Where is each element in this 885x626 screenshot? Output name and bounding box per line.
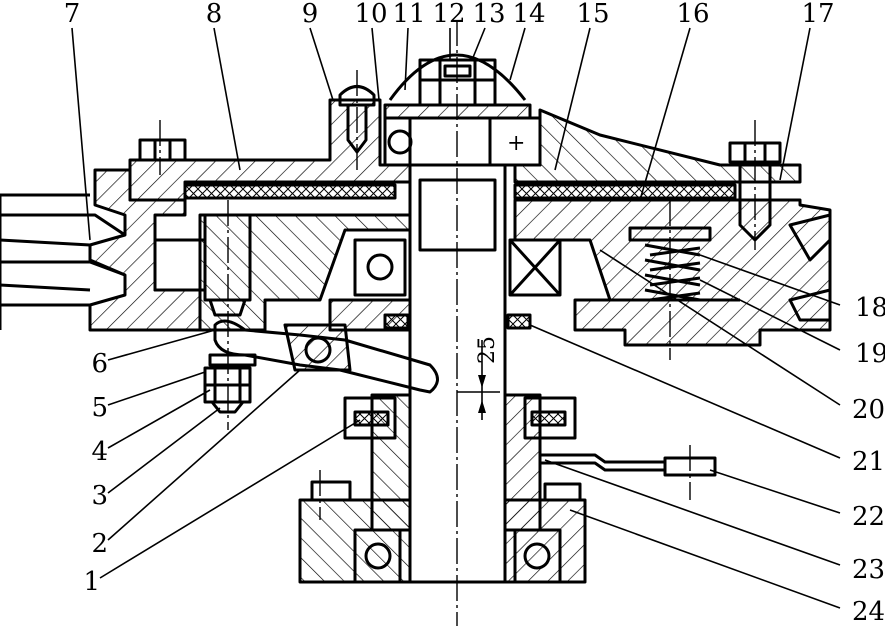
callout-24: 24 [852, 597, 885, 626]
svg-text:+: + [507, 131, 525, 156]
callout-labels: 1 2 3 4 5 6 7 8 9 10 11 12 13 14 15 16 1… [64, 0, 885, 626]
callout-3: 3 [91, 481, 108, 511]
center-lines [159, 20, 756, 626]
callout-5: 5 [91, 393, 108, 423]
callout-15: 15 [576, 0, 609, 29]
callout-9: 9 [302, 0, 319, 29]
callout-6: 6 [91, 349, 108, 379]
callout-22: 22 [852, 502, 885, 532]
callout-16: 16 [676, 0, 709, 29]
callout-14: 14 [512, 0, 545, 29]
right-top-bolt [728, 141, 782, 242]
spring [644, 243, 701, 302]
right-housing [513, 198, 832, 347]
dimension-label: 25 [475, 336, 500, 364]
callout-1: 1 [83, 567, 100, 597]
upper-bearings [353, 238, 562, 330]
lever [208, 319, 439, 394]
callout-17: 17 [801, 0, 834, 29]
adjusting-nut [203, 366, 252, 414]
callout-12: 12 [432, 0, 465, 29]
left-top-bolt [138, 138, 187, 162]
callout-13: 13 [472, 0, 505, 29]
callout-4: 4 [91, 437, 108, 467]
callout-21: 21 [852, 447, 885, 477]
callout-23: 23 [852, 555, 885, 585]
callout-11: 11 [392, 0, 425, 29]
callout-2: 2 [91, 529, 108, 559]
leader-lines [71, 27, 841, 609]
callout-20: 20 [852, 395, 885, 425]
callout-10: 10 [354, 0, 387, 29]
upper-housing [128, 98, 802, 202]
callout-19: 19 [855, 339, 885, 369]
dimension-25: 25 [457, 336, 500, 420]
lower-assembly [298, 393, 717, 584]
callout-18: 18 [855, 293, 885, 323]
callout-7: 7 [64, 0, 81, 29]
callout-8: 8 [206, 0, 223, 29]
cap-nut: + [383, 53, 542, 167]
top-screw [338, 85, 376, 154]
